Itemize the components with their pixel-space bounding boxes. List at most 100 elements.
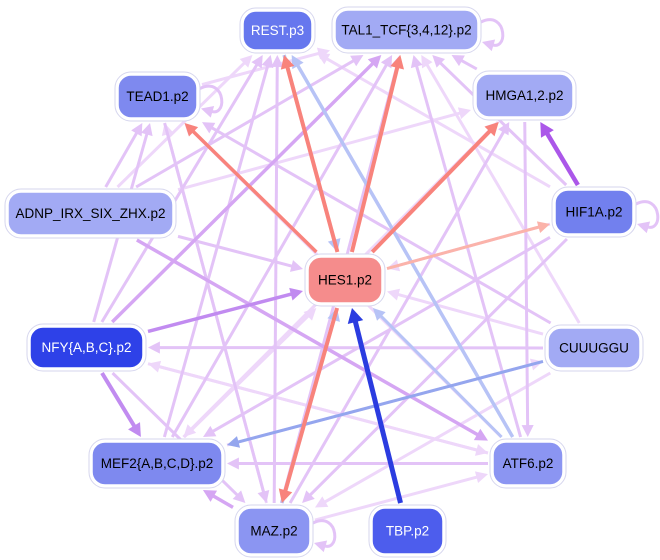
node-mef2[interactable]: MEF2{A,B,C,D}.p2 <box>88 438 226 489</box>
edge-tead1-tal1 <box>201 47 330 87</box>
node-box <box>117 74 198 119</box>
edge-line <box>211 493 234 509</box>
edge-nfy-rest <box>100 55 263 323</box>
edge-line <box>314 475 479 522</box>
edge-hes1-tead1 <box>184 123 318 254</box>
node-tead1[interactable]: TEAD1.p2 <box>114 71 201 122</box>
edge-arrowhead <box>350 55 364 67</box>
self-loop-maz <box>312 519 337 553</box>
self-loop-tead1 <box>199 84 224 118</box>
edge-line <box>288 129 506 504</box>
edge-arrowhead <box>289 260 303 272</box>
edge-hmga-atf6 <box>521 121 534 437</box>
edge-arrowhead <box>390 55 404 70</box>
edge-arrowhead <box>387 288 401 301</box>
node-label: MAZ.p2 <box>250 524 297 539</box>
node-nfy[interactable]: NFY{A,B,C}.p2 <box>26 323 147 372</box>
node-tbp[interactable]: TBP.p2 <box>368 504 447 558</box>
edge-arrowhead <box>410 55 423 69</box>
node-label: MEF2{A,B,C,D}.p2 <box>101 456 214 471</box>
edge-hif1a-tal1 <box>432 55 568 187</box>
edge-arrowhead <box>183 424 197 437</box>
node-box <box>91 441 223 486</box>
node-label: REST.p3 <box>251 23 304 38</box>
node-hmga[interactable]: HMGA1,2.p2 <box>472 70 577 121</box>
edge-hes1-hmga <box>370 122 499 254</box>
node-label: CUUUGGU <box>559 341 629 356</box>
edge-line <box>352 319 403 504</box>
edge-cuuuggu-tal1 <box>421 55 581 324</box>
edge-arrowhead <box>314 540 328 553</box>
edge-line <box>147 291 294 334</box>
edge-line <box>424 62 581 324</box>
self-loop-hif1a <box>635 200 660 234</box>
edge-line <box>177 111 462 192</box>
edge-line <box>100 62 259 323</box>
self-loop-path <box>635 200 660 229</box>
edge-arrowhead <box>227 436 241 448</box>
edge-line <box>459 58 478 71</box>
node-box <box>492 441 564 486</box>
node-label: TAL1_TCF{3,4,12}.p2 <box>341 23 471 38</box>
edge-arrowhead <box>227 457 239 470</box>
edge-layer <box>92 18 660 553</box>
edge-nfy-hes1 <box>147 287 303 334</box>
node-label: HIF1A.p2 <box>565 205 622 220</box>
edge-line <box>110 61 376 324</box>
edge-arrowhead <box>303 308 317 321</box>
edge-arrowhead <box>261 55 274 69</box>
edge-line <box>162 64 270 438</box>
edge-adnp-tead1 <box>104 123 143 188</box>
node-box <box>334 9 479 51</box>
node-box <box>307 256 383 304</box>
node-hes1[interactable]: HES1.p2 <box>304 253 386 307</box>
node-atf6[interactable]: ATF6.p2 <box>489 438 567 489</box>
node-box <box>371 507 444 555</box>
edge-arrowhead <box>316 47 330 60</box>
edge-line <box>210 236 551 434</box>
edge-cuuuggu-maz <box>315 371 552 508</box>
edge-tbp-hes1 <box>347 308 403 504</box>
self-loop-tal1 <box>480 18 505 52</box>
edge-line <box>378 313 503 439</box>
node-hif1a[interactable]: HIF1A.p2 <box>551 186 637 238</box>
edge-line <box>438 60 568 187</box>
edge-maz-mef2 <box>202 490 234 509</box>
edge-arrowhead <box>540 122 554 138</box>
edge-arrowhead <box>239 55 253 68</box>
node-box <box>554 189 634 235</box>
edge-arrowhead <box>302 490 315 503</box>
edge-arrowhead <box>278 488 293 503</box>
node-cuuuggu[interactable]: CUUUGGU <box>544 324 644 372</box>
edge-arrowhead <box>473 428 488 441</box>
node-tal1[interactable]: TAL1_TCF{3,4,12}.p2 <box>331 6 482 54</box>
edge-adnp-hmga <box>177 107 471 192</box>
edge-arrowhead <box>131 123 143 137</box>
edge-line <box>523 121 530 428</box>
edge-line <box>285 65 340 253</box>
edge-arrowhead <box>289 287 303 301</box>
edge-arrowhead <box>474 471 488 484</box>
edge-line <box>135 58 356 189</box>
node-adnp[interactable]: ADNP_IRX_SIX_ZHX.p2 <box>4 188 177 239</box>
edge-arrowhead <box>637 221 651 234</box>
edge-arrowhead <box>484 122 499 137</box>
self-loop-path <box>480 18 505 47</box>
edge-mef2-rest <box>162 55 274 438</box>
edge-arrowhead <box>421 55 433 69</box>
edge-line <box>190 129 318 254</box>
node-maz[interactable]: MAZ.p2 <box>234 504 314 558</box>
edge-arrowhead <box>202 490 218 502</box>
node-label: HMGA1,2.p2 <box>485 88 563 103</box>
edge-arrowhead <box>280 55 295 70</box>
edge-adnp-atf6 <box>136 238 488 441</box>
edge-line <box>272 64 279 504</box>
edge-nfy-tal1 <box>110 55 382 324</box>
edge-line <box>386 225 541 270</box>
edge-arrowhead <box>148 341 160 354</box>
edge-maz-hmga <box>288 122 510 504</box>
node-rest[interactable]: REST.p3 <box>239 7 316 54</box>
edge-maz-rest <box>271 55 284 504</box>
edge-line <box>104 130 139 188</box>
